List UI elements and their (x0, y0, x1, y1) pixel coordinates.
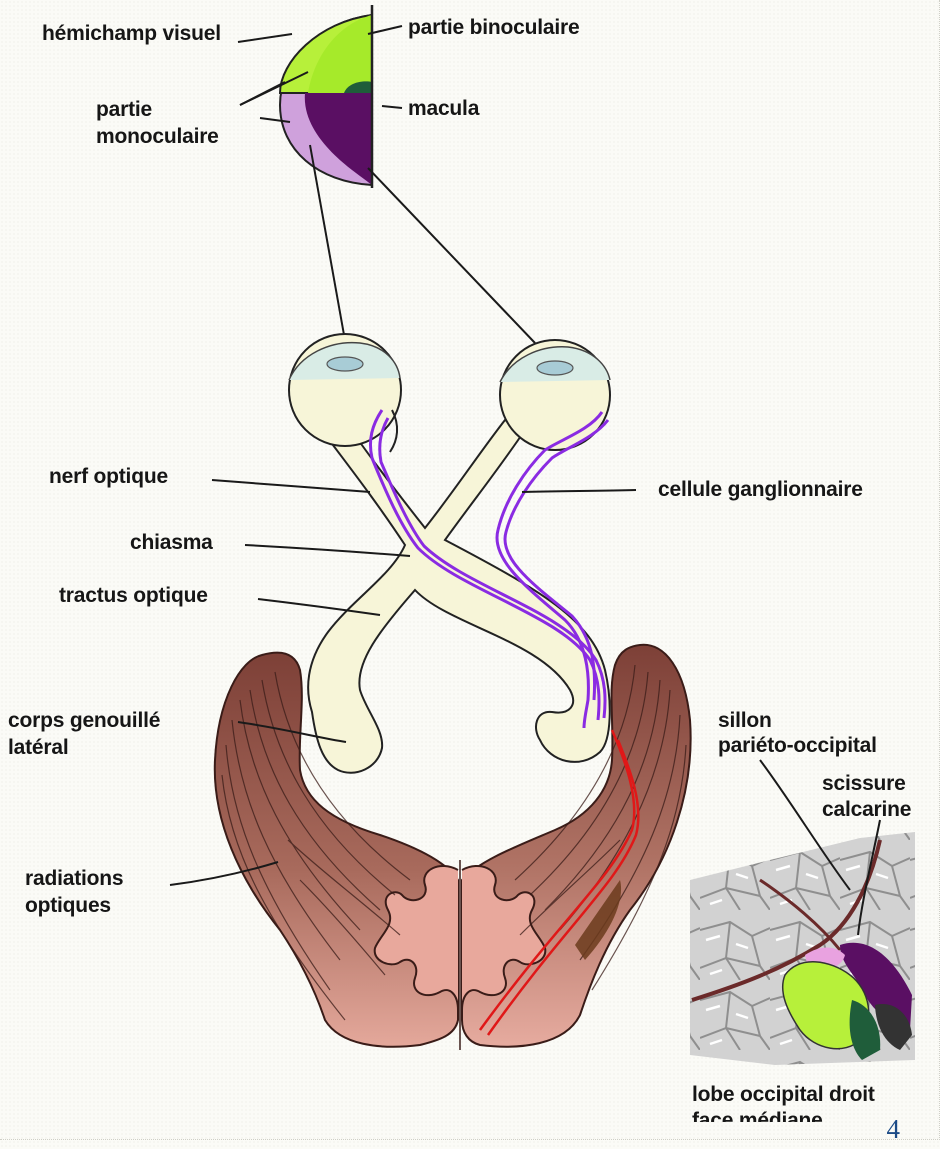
occipital-lobe-inset (690, 832, 915, 1065)
left-eye (289, 334, 401, 452)
label-occipital-lobe-line1: lobe occipital droit (692, 1082, 875, 1107)
optic-pathway (308, 418, 610, 773)
label-monocular-part-line1: partie (96, 97, 152, 122)
label-monocular-part-line2: monoculaire (96, 124, 219, 149)
page-number: 4 (887, 1114, 901, 1145)
label-calcarine-line1: scissure (822, 771, 906, 796)
label-calcarine-line2: calcarine (822, 797, 911, 822)
visual-hemifield (280, 5, 372, 188)
label-ganglion-cell: cellule ganglionnaire (658, 477, 863, 502)
label-sillon-line1: sillon (718, 708, 772, 733)
label-optic-nerve: nerf optique (49, 464, 168, 489)
label-optic-tract: tractus optique (59, 583, 208, 608)
label-binocular-part: partie binoculaire (408, 15, 579, 40)
label-macula: macula (408, 96, 479, 121)
optic-pathway-shape (308, 418, 610, 773)
label-hemifield: hémichamp visuel (42, 21, 221, 46)
label-chiasma: chiasma (130, 530, 213, 555)
label-optic-radiations-line1: radiations (25, 866, 123, 891)
label-lgn-line1: corps genouillé (8, 708, 160, 733)
label-lgn-line2: latéral (8, 735, 68, 760)
label-optic-radiations-line2: optiques (25, 893, 111, 918)
projection-lines (238, 26, 535, 346)
label-occipital-lobe-line2: face médiane (692, 1108, 823, 1122)
label-sillon-line2: pariéto-occipital (718, 733, 877, 758)
